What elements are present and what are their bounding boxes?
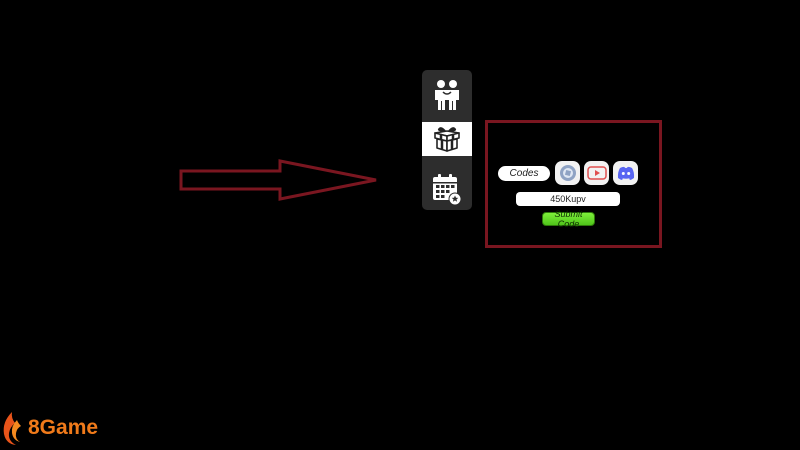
discord-icon — [617, 166, 634, 180]
highlight-box — [485, 120, 662, 248]
gift-button[interactable] — [422, 122, 472, 156]
calendar-button[interactable] — [422, 170, 472, 208]
youtube-button[interactable] — [584, 161, 609, 185]
submit-code-button[interactable]: Submit Code — [542, 209, 595, 229]
roblox-button[interactable] — [555, 161, 580, 185]
friends-icon — [435, 80, 459, 110]
youtube-icon — [586, 166, 607, 180]
friends-button[interactable] — [422, 76, 472, 114]
code-input[interactable] — [516, 192, 620, 206]
calendar-icon — [433, 174, 462, 206]
discord-button[interactable] — [613, 161, 638, 185]
pointer-arrow — [179, 159, 377, 201]
logo-text: 8Game — [28, 416, 99, 439]
codes-label: Codes — [498, 166, 550, 181]
watermark-logo: 8Game — [2, 408, 98, 448]
roblox-icon — [559, 165, 576, 181]
flame-logo-icon — [3, 412, 21, 445]
gift-icon — [434, 127, 460, 152]
side-menu — [422, 70, 472, 210]
